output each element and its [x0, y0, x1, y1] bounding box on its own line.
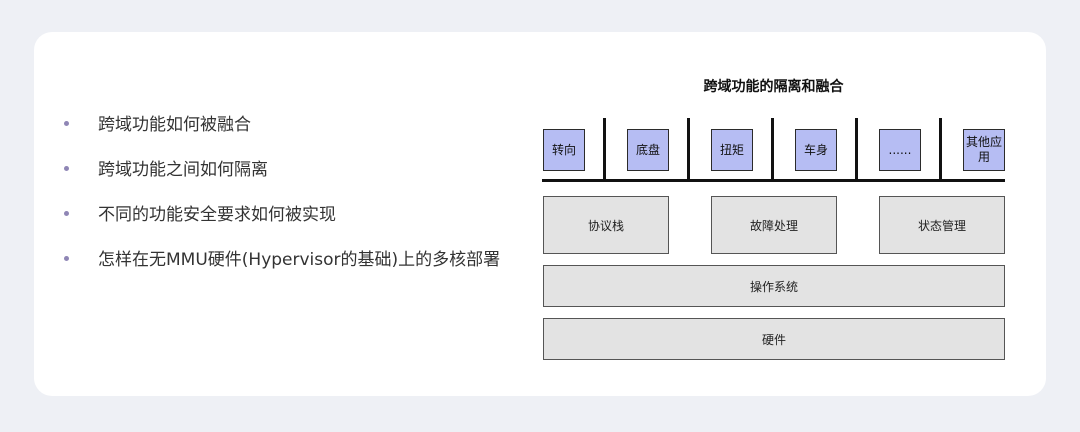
app-box-body: 车身 — [795, 129, 837, 171]
diagram-title: 跨域功能的隔离和融合 — [703, 79, 844, 95]
bullet-list: 跨域功能如何被融合 跨域功能之间如何隔离 不同的功能安全要求如何被实现 怎样在无… — [64, 110, 500, 290]
bullet-text: 怎样在无MMU硬件(Hypervisor的基础)上的多核部署 — [98, 250, 501, 270]
partition-baseline — [542, 179, 1005, 182]
partition-line — [855, 118, 858, 180]
service-box-fault-handling: 故障处理 — [711, 196, 837, 254]
app-box-chassis: 底盘 — [627, 129, 669, 171]
bullet-item: 不同的功能安全要求如何被实现 — [64, 200, 500, 245]
app-box-ellipsis: ...... — [879, 129, 921, 171]
bullet-dot-icon — [64, 256, 69, 261]
app-box-torque: 扭矩 — [711, 129, 753, 171]
bullet-text: 跨域功能之间如何隔离 — [98, 160, 268, 180]
bullet-text: 跨域功能如何被融合 — [98, 115, 251, 135]
bullet-dot-icon — [64, 166, 69, 171]
service-box-protocol-stack: 协议栈 — [543, 196, 669, 254]
service-box-state-management: 状态管理 — [879, 196, 1005, 254]
partition-line — [687, 118, 690, 180]
bullet-dot-icon — [64, 211, 69, 216]
bullet-item: 跨域功能如何被融合 — [64, 110, 500, 155]
app-box-steering: 转向 — [543, 129, 585, 171]
bullet-text: 不同的功能安全要求如何被实现 — [98, 205, 336, 225]
hardware-layer: 硬件 — [543, 318, 1005, 360]
bullet-item: 怎样在无MMU硬件(Hypervisor的基础)上的多核部署 — [64, 245, 500, 290]
partition-line — [603, 118, 606, 180]
bullet-item: 跨域功能之间如何隔离 — [64, 155, 500, 200]
partition-line — [939, 118, 942, 180]
app-box-other: 其他应用 — [963, 129, 1005, 171]
bullet-dot-icon — [64, 121, 69, 126]
os-layer: 操作系统 — [543, 265, 1005, 307]
partition-line — [771, 118, 774, 180]
